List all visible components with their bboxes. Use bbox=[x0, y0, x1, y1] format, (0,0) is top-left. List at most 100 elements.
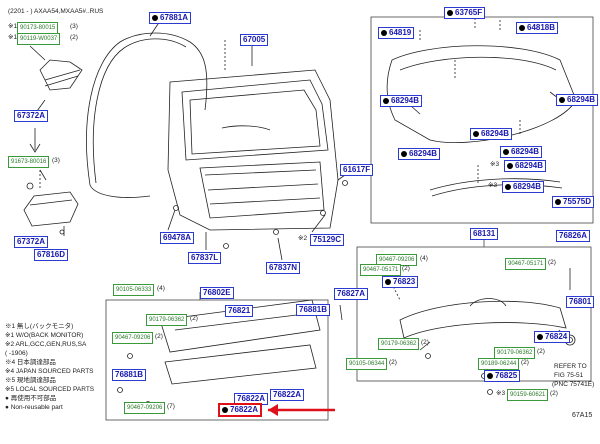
part-68294B-left[interactable]: 68294B bbox=[380, 95, 423, 107]
part-76822A-right[interactable]: 76822A bbox=[270, 389, 305, 401]
note-4: ※4 日本調達部品 bbox=[5, 359, 56, 366]
note-6: ※5 現地調達部品 bbox=[5, 377, 56, 384]
non-reusable-dot-icon bbox=[559, 96, 565, 103]
part-63765F[interactable]: 63765F bbox=[444, 7, 486, 19]
non-reusable-dot-icon bbox=[152, 14, 158, 21]
note-2: ※2 ARL,GCC,GEN,RUS,SA bbox=[5, 341, 87, 348]
part-76827A[interactable]: 76827A bbox=[334, 288, 369, 300]
part-61617F[interactable]: 61617F bbox=[340, 164, 374, 176]
note-8: ● 再使用不可部品 bbox=[5, 395, 57, 402]
non-reusable-dot-icon bbox=[473, 130, 479, 137]
part-76881B-left[interactable]: 76881B bbox=[112, 369, 147, 381]
part-67837L[interactable]: 67837L bbox=[188, 252, 222, 264]
part-90467-09206-a[interactable]: 90467-09206 bbox=[112, 332, 154, 344]
qty: (4) bbox=[420, 255, 428, 262]
notes-legend: ※1 無し(バックモニタ) ※1 W/O(BACK MONITOR) ※2 AR… bbox=[5, 322, 94, 412]
star-marker: ※1 bbox=[8, 34, 18, 41]
note-5: ※4 JAPAN SOURCED PARTS bbox=[5, 368, 94, 375]
part-90467-09206-b[interactable]: 90467-09206 bbox=[124, 402, 166, 414]
qty: (2) bbox=[421, 339, 429, 346]
part-90179-06362-a[interactable]: 90179-06362 bbox=[146, 314, 188, 326]
part-75575D[interactable]: 75575D bbox=[552, 196, 595, 208]
non-reusable-dot-icon bbox=[555, 198, 561, 205]
note-0: ※1 無し(バックモニタ) bbox=[5, 323, 74, 330]
part-68294B-right[interactable]: 68294B bbox=[556, 94, 599, 106]
qty: (2) bbox=[548, 259, 556, 266]
non-reusable-dot-icon bbox=[507, 162, 513, 169]
non-reusable-dot-icon bbox=[381, 29, 387, 36]
part-76821[interactable]: 76821 bbox=[225, 305, 254, 317]
non-reusable-dot-icon bbox=[503, 148, 509, 155]
part-68294B-4[interactable]: 68294B bbox=[500, 146, 543, 158]
note-9: ● Non-reusable part bbox=[5, 404, 63, 411]
part-76824[interactable]: 76824 bbox=[534, 331, 571, 343]
note-1: ※1 W/O(BACK MONITOR) bbox=[5, 332, 84, 339]
qty: (2) bbox=[521, 359, 529, 366]
qty: (7) bbox=[167, 403, 175, 410]
note-3: ( -1906) bbox=[5, 350, 28, 357]
part-90467-05171-b[interactable]: 90467-05171 bbox=[505, 258, 547, 270]
part-91673-80016[interactable]: 91673-80016 bbox=[8, 156, 50, 168]
part-69478A[interactable]: 69478A bbox=[160, 232, 195, 244]
part-68294B-5[interactable]: 68294B bbox=[504, 160, 547, 172]
non-reusable-dot-icon bbox=[519, 24, 525, 31]
part-90119-W0037[interactable]: 90119-W0037 bbox=[17, 33, 61, 45]
refer-line-1: REFER TO bbox=[554, 363, 587, 370]
star-marker: ※1 bbox=[8, 23, 18, 30]
qty: (2) bbox=[537, 348, 545, 355]
qty: (2) bbox=[550, 390, 558, 397]
part-67881A[interactable]: 67881A bbox=[149, 12, 192, 24]
refer-line-2: FIG 75-51 bbox=[554, 372, 584, 379]
range-header: (2201 - ) AXAA54,MXAA5#..RUS bbox=[8, 8, 104, 15]
non-reusable-dot-icon bbox=[537, 333, 543, 340]
note-7: ※5 LOCAL SOURCED PARTS bbox=[5, 386, 95, 393]
part-76822A-selected[interactable]: 76822A bbox=[218, 403, 263, 417]
non-reusable-dot-icon bbox=[401, 150, 407, 157]
qty: (3) bbox=[52, 157, 60, 164]
qty: (4) bbox=[157, 285, 165, 292]
part-68294B-6[interactable]: 68294B bbox=[502, 181, 545, 193]
star-marker: ※2 bbox=[298, 235, 308, 242]
part-90189-06244[interactable]: 90189-06244 bbox=[478, 358, 520, 370]
part-67816D[interactable]: 67816D bbox=[34, 249, 69, 261]
part-64818B[interactable]: 64818B bbox=[516, 22, 559, 34]
star-marker: ※3 bbox=[496, 390, 506, 397]
part-90105-06333[interactable]: 90105-06333 bbox=[113, 284, 155, 296]
part-67005[interactable]: 67005 bbox=[240, 34, 269, 46]
non-reusable-dot-icon bbox=[487, 372, 493, 379]
qty: (2) bbox=[70, 34, 78, 41]
star-marker: ※3 bbox=[488, 182, 498, 189]
part-64819[interactable]: 64819 bbox=[378, 27, 415, 39]
part-90179-06362-b[interactable]: 90179-06362 bbox=[378, 338, 420, 350]
part-68294B-2[interactable]: 68294B bbox=[470, 128, 513, 140]
part-67372A-bottom[interactable]: 67372A bbox=[14, 236, 49, 248]
part-67372A-top[interactable]: 67372A bbox=[14, 110, 49, 122]
part-90467-05171-a[interactable]: 90467-05171 bbox=[360, 264, 402, 276]
non-reusable-dot-icon bbox=[385, 278, 391, 285]
part-90105-06344[interactable]: 90105-06344 bbox=[346, 358, 388, 370]
part-76802E[interactable]: 76802E bbox=[200, 287, 234, 299]
part-68131[interactable]: 68131 bbox=[470, 228, 499, 240]
qty: (2) bbox=[389, 359, 397, 366]
qty: (3) bbox=[70, 23, 78, 30]
qty: (2) bbox=[402, 265, 410, 272]
refer-line-3: (PNC 75741E) bbox=[552, 381, 595, 388]
part-76801[interactable]: 76801 bbox=[566, 296, 595, 308]
qty: (2) bbox=[155, 333, 163, 340]
part-76825[interactable]: 76825 bbox=[484, 370, 521, 382]
part-75129C[interactable]: 75129C bbox=[310, 234, 345, 246]
refer-fig-link[interactable]: 75-51 bbox=[566, 372, 584, 379]
part-67837N[interactable]: 67837N bbox=[266, 262, 301, 274]
non-reusable-dot-icon bbox=[447, 9, 453, 16]
part-76826A[interactable]: 76826A bbox=[556, 230, 591, 242]
non-reusable-dot-icon bbox=[222, 406, 228, 413]
highlight-arrow bbox=[268, 404, 335, 416]
non-reusable-dot-icon bbox=[383, 97, 389, 104]
part-68294B-3[interactable]: 68294B bbox=[398, 148, 441, 160]
part-90159-60621[interactable]: 90159-60621 bbox=[507, 389, 549, 401]
part-76823[interactable]: 76823 bbox=[382, 276, 419, 288]
qty: (2) bbox=[190, 315, 198, 322]
part-76881B-right[interactable]: 76881B bbox=[296, 304, 331, 316]
